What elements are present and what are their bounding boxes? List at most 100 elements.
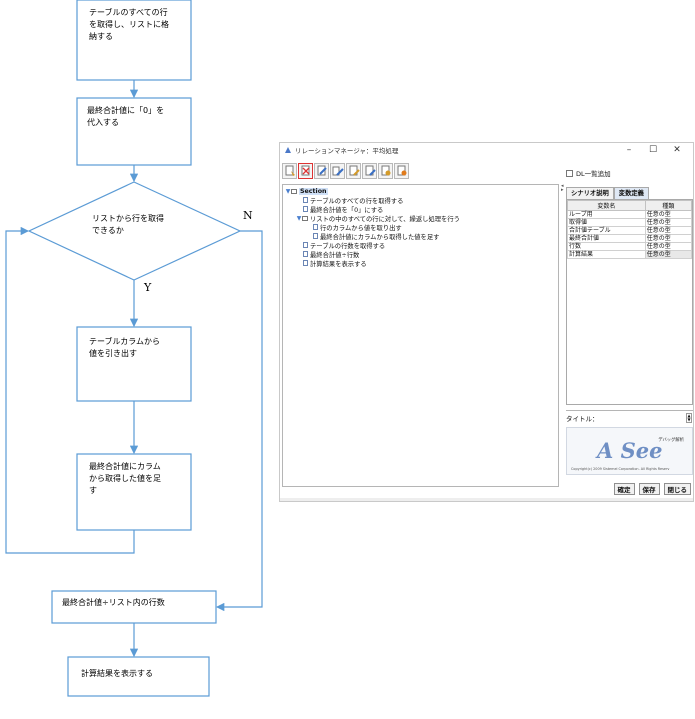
tree-item[interactable]: 最終合計値を「0」にする — [303, 205, 384, 214]
tree-item-label: 行のカラムから値を取り出す — [320, 224, 402, 232]
minimize-button[interactable]: – — [626, 145, 632, 155]
table-cell[interactable]: 任意の型 — [644, 210, 693, 219]
document-icon — [303, 260, 308, 266]
panel-splitter[interactable]: ◂ ▸ — [561, 184, 564, 487]
title-spinner[interactable]: ▲ ▼ — [686, 412, 692, 423]
step4-line2: から取得した値を足 — [89, 473, 161, 483]
status-bar — [280, 498, 693, 501]
document-icon — [303, 197, 308, 203]
splitter-left-arrow-icon[interactable]: ◂ — [561, 183, 564, 189]
step5-box — [51, 590, 217, 624]
yes-label: Y — [143, 281, 152, 294]
logo: A See — [597, 438, 663, 463]
table-cell[interactable]: 計算結果 — [567, 250, 646, 259]
table-cell[interactable]: 行数 — [567, 242, 646, 251]
edit-icon — [317, 165, 327, 176]
decision-diamond — [27, 181, 242, 281]
maximize-button[interactable]: ☐ — [648, 145, 658, 155]
folder-icon — [291, 188, 297, 194]
tree-item-label: 最終合計値を「0」にする — [310, 206, 384, 214]
logo-area: デバッグ解析 A See Copyright(c) 2009 Sistemel … — [566, 427, 693, 475]
expand-toggle-icon[interactable]: ▼ — [296, 214, 302, 222]
step1-line1: テーブルのすべての行 — [89, 7, 168, 17]
close-button[interactable]: ✕ — [673, 145, 681, 155]
tree-item[interactable]: 行のカラムから値を取り出す — [313, 223, 402, 232]
copy-button[interactable] — [330, 163, 345, 179]
spin-down-icon[interactable]: ▼ — [687, 416, 691, 422]
step1-line2: を取得し、リストに格 — [89, 19, 169, 29]
step3-line2: 値を引き出す — [89, 348, 137, 358]
tree-root-label: Section — [299, 187, 328, 195]
step5-line1: 最終合計値÷リスト内の行数 — [62, 597, 165, 607]
settings-button[interactable] — [394, 163, 409, 179]
variable-table-panel: 変数名 種類 ループ用 任意の型 取得値 任意の型 合計値テーブル 任意の型 最… — [566, 199, 693, 405]
table-cell[interactable]: 合計値テーブル — [567, 226, 646, 235]
table-cell[interactable]: 取得値 — [567, 218, 646, 227]
table-cell[interactable]: 任意の型 — [644, 242, 693, 251]
step4-line1: 最終合計値にカラム — [89, 461, 161, 471]
tree-item-label: 最終合計値÷行数 — [310, 251, 360, 259]
table-cell[interactable]: 任意の型 — [644, 226, 693, 235]
dl-checkbox-label: DL一覧追加 — [576, 170, 611, 178]
title-field: タイトル： ▲ ▼ — [566, 410, 693, 424]
tree-item-loop[interactable]: ▼ リストの中のすべての行に対して、繰返し処理を行う — [296, 214, 460, 223]
step2-line2: 代入する — [87, 117, 119, 127]
splitter-right-arrow-icon[interactable]: ▸ — [561, 187, 564, 193]
save-button[interactable]: 保存 — [638, 483, 660, 495]
tree-item[interactable]: 計算結果を表示する — [303, 259, 367, 268]
decision-line1: リストから行を取得 — [92, 213, 164, 223]
table-cell[interactable]: 最終合計値 — [567, 234, 646, 243]
table-row[interactable]: 最終合計値 任意の型 — [567, 234, 693, 243]
title-field-label: タイトル： — [566, 414, 599, 423]
export-icon — [365, 165, 376, 176]
new-button[interactable] — [282, 163, 297, 179]
window-title: リレーションマネージャ：平均処理 — [295, 147, 399, 155]
table-row[interactable]: 計算結果 任意の型 — [567, 250, 693, 259]
spin-up-icon[interactable]: ▲ — [687, 412, 691, 418]
step2-line1: 最終合計値に「0」を — [87, 105, 164, 115]
step1-line3: 納する — [89, 31, 113, 41]
step6-line1: 計算結果を表示する — [81, 668, 153, 678]
tab-bar: シナリオ説明 変数定義 — [566, 187, 649, 199]
move-button[interactable] — [346, 163, 361, 179]
expand-toggle-icon[interactable]: ▼ — [285, 187, 291, 195]
document-icon — [303, 242, 308, 248]
relation-manager-window: リレーションマネージャ：平均処理 – ☐ ✕ — [279, 142, 694, 502]
table-row[interactable]: 合計値テーブル 任意の型 — [567, 226, 693, 235]
no-label: N — [243, 209, 253, 222]
title-bar: リレーションマネージャ：平均処理 – ☐ ✕ — [280, 143, 693, 157]
delete-icon — [301, 165, 310, 176]
tree-item[interactable]: テーブルのすべての行を取得する — [303, 196, 404, 205]
dl-checkbox[interactable] — [566, 169, 573, 177]
app-icon — [285, 147, 291, 153]
table-row[interactable]: ループ用 任意の型 — [567, 210, 693, 219]
title-input[interactable] — [602, 413, 687, 423]
table-cell[interactable]: 任意の型 — [644, 218, 693, 227]
tree-item-label: リストの中のすべての行に対して、繰返し処理を行う — [310, 215, 460, 223]
table-cell[interactable]: 任意の型 — [644, 250, 693, 259]
table-row[interactable]: 行数 任意の型 — [567, 242, 693, 251]
copy-icon — [332, 166, 344, 176]
column-header-name[interactable]: 変数名 — [567, 200, 646, 211]
logo-subtitle: デバッグ解析 — [658, 438, 684, 443]
column-header-type[interactable]: 種類 — [644, 200, 693, 211]
dl-list-add[interactable]: DL一覧追加 — [566, 168, 611, 178]
tree-item-label: テーブルのすべての行を取得する — [310, 197, 404, 205]
ok-button[interactable]: 確定 — [613, 483, 635, 495]
table-cell[interactable]: 任意の型 — [644, 234, 693, 243]
tree-item[interactable]: テーブルの行数を取得する — [303, 241, 385, 250]
tree-item[interactable]: 最終合計値にカラムから取得した値を足す — [313, 232, 439, 241]
delete-button[interactable] — [298, 163, 313, 179]
edit-button[interactable] — [314, 163, 329, 179]
step4-line3: す — [89, 486, 97, 495]
tab-scenario-description[interactable]: シナリオ説明 — [566, 187, 614, 199]
table-row[interactable]: 取得値 任意の型 — [567, 218, 693, 227]
tree-item[interactable]: 最終合計値÷行数 — [303, 250, 360, 259]
copyright-text: Copyright(c) 2009 Sistemel Corporation. … — [571, 467, 670, 471]
import-button[interactable] — [378, 163, 393, 179]
table-cell[interactable]: ループ用 — [567, 210, 646, 219]
tab-variable-definition[interactable]: 変数定義 — [613, 187, 649, 199]
tree-root[interactable]: ▼ Section — [285, 187, 328, 195]
close-dialog-button[interactable]: 閉じる — [663, 483, 691, 495]
export-button[interactable] — [362, 163, 377, 179]
